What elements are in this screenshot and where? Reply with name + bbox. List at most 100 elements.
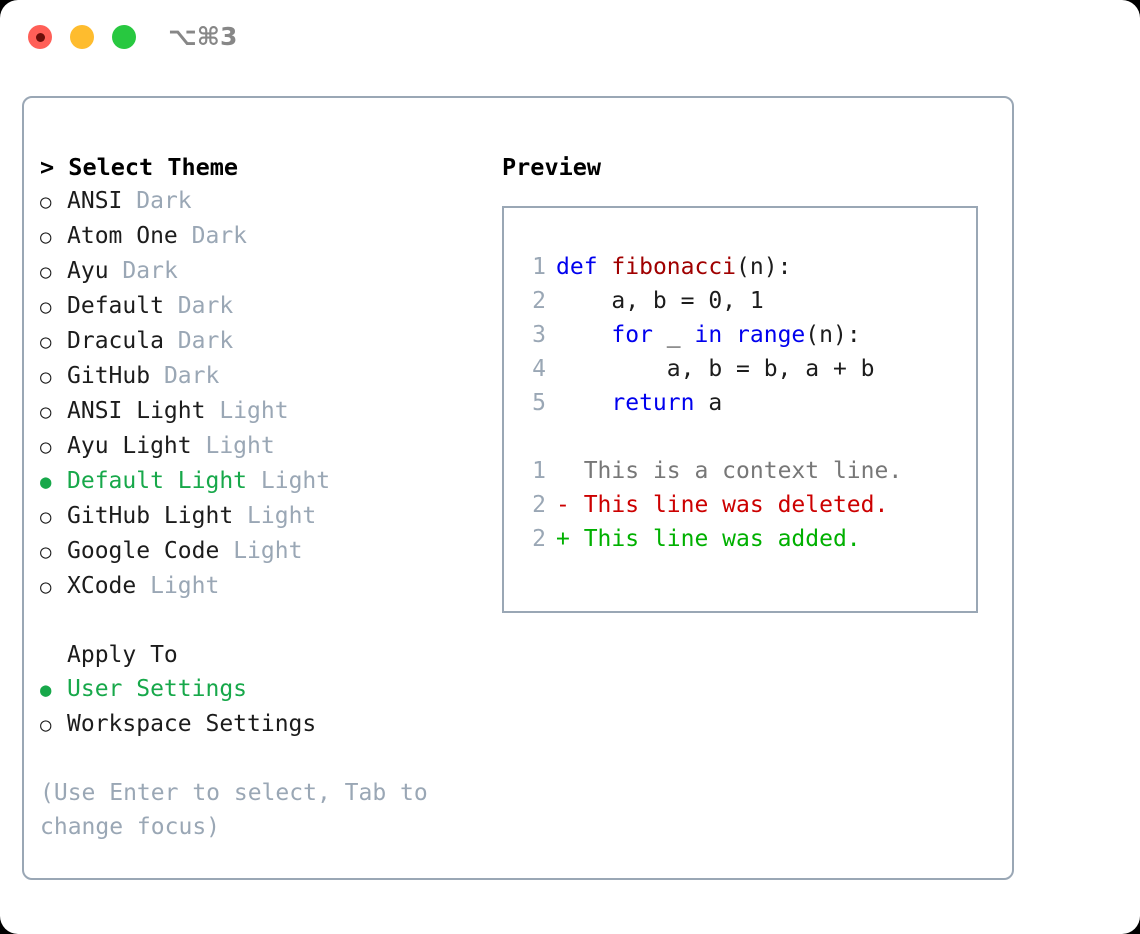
radio-selected-icon <box>40 464 67 499</box>
code-diff-spacer <box>518 420 976 454</box>
line-number: 2 <box>532 526 546 552</box>
apply-to-option-user-settings[interactable]: User Settings <box>40 672 500 707</box>
apply-to-option-workspace-settings[interactable]: Workspace Settings <box>40 707 500 742</box>
apply-to-heading: Apply To <box>67 642 178 668</box>
traffic-light-group <box>28 25 136 49</box>
theme-item-github-light[interactable]: GitHub Light Light <box>40 499 500 534</box>
theme-item-default-light[interactable]: Default Light Light <box>40 464 500 499</box>
line-number: 4 <box>532 356 546 382</box>
code-line: 1 def fibonacci(n): <box>518 250 976 284</box>
diff-line: 2 + This line was added. <box>518 522 976 556</box>
diff-line: 1 This is a context line. <box>518 454 976 488</box>
apply-to-option-label: Workspace Settings <box>67 711 317 737</box>
theme-item-dracula[interactable]: Dracula Dark <box>40 324 500 359</box>
theme-item-variant: Dark <box>177 328 234 354</box>
theme-item-label: Google Code <box>67 538 220 564</box>
title-bar: ⌥⌘3 <box>0 0 1140 78</box>
theme-item-variant: Dark <box>136 188 192 214</box>
line-number: 1 <box>532 254 546 280</box>
code-token: in <box>694 322 723 348</box>
theme-item-variant: Light <box>260 468 331 494</box>
code-token: for <box>611 322 653 348</box>
theme-item-variant: Light <box>233 538 303 564</box>
code-line: 3 for _ in range(n): <box>518 318 976 352</box>
diff-text: This is a context line. <box>583 458 903 484</box>
theme-item-xcode[interactable]: XCode Light <box>40 569 500 604</box>
theme-item-label: Dracula <box>67 328 164 354</box>
code-token: def <box>556 254 598 280</box>
apply-to-option-label: User Settings <box>67 676 248 702</box>
theme-item-default[interactable]: Default Dark <box>40 289 500 324</box>
theme-item-atom-one[interactable]: Atom One Dark <box>40 219 500 254</box>
code-token: a <box>694 390 723 416</box>
close-window-button[interactable] <box>28 25 52 49</box>
theme-item-ayu-light[interactable]: Ayu Light Light <box>40 429 500 464</box>
theme-selector-panel: > Select Theme ANSI DarkAtom One DarkAyu… <box>22 96 1014 880</box>
radio-unselected-icon <box>40 569 67 604</box>
diff-sample: 1 This is a context line.2- This line wa… <box>518 454 976 556</box>
theme-item-variant: Light <box>247 503 317 529</box>
code-line: 4 a, b = b, a + b <box>518 352 976 386</box>
theme-list: ANSI DarkAtom One DarkAyu DarkDefault Da… <box>40 184 500 604</box>
radio-unselected-icon <box>40 184 67 219</box>
theme-item-variant: Dark <box>191 223 248 249</box>
diff-text: This line was deleted. <box>583 492 889 518</box>
theme-item-variant: Dark <box>122 258 178 284</box>
theme-item-label: Default Light <box>67 468 248 494</box>
code-token <box>722 322 736 348</box>
theme-item-label: Ayu <box>67 258 109 284</box>
line-number: 1 <box>532 458 546 484</box>
code-token <box>556 322 611 348</box>
window-title: ⌥⌘3 <box>168 22 238 51</box>
theme-item-label: ANSI <box>67 188 123 214</box>
line-number: 5 <box>532 390 546 416</box>
theme-item-github[interactable]: GitHub Dark <box>40 359 500 394</box>
line-number: 3 <box>532 322 546 348</box>
code-token <box>598 254 612 280</box>
radio-unselected-icon <box>40 254 67 289</box>
preview-heading: Preview <box>502 153 602 181</box>
radio-unselected-icon <box>40 289 67 324</box>
theme-item-label: GitHub <box>67 363 151 389</box>
maximize-window-button[interactable] <box>112 25 136 49</box>
code-token: (n): <box>736 254 792 280</box>
code-token: _ <box>652 322 695 348</box>
radio-unselected-icon <box>40 219 67 254</box>
minimize-window-button[interactable] <box>70 25 94 49</box>
theme-item-google-code[interactable]: Google Code Light <box>40 534 500 569</box>
diff-marker <box>556 458 584 484</box>
radio-unselected-icon <box>40 499 67 534</box>
theme-item-ayu[interactable]: Ayu Dark <box>40 254 500 289</box>
theme-item-ansi[interactable]: ANSI Dark <box>40 184 500 219</box>
diff-text: This line was added. <box>583 526 861 552</box>
code-token: range <box>736 322 806 348</box>
code-token: a, b = 0, 1 <box>556 288 764 314</box>
theme-item-label: ANSI Light <box>67 398 206 424</box>
theme-item-variant: Light <box>150 573 220 599</box>
radio-selected-icon <box>40 672 67 707</box>
apply-to-list: User SettingsWorkspace Settings <box>40 672 500 742</box>
list-spacer <box>40 604 500 638</box>
theme-item-ansi-light[interactable]: ANSI Light Light <box>40 394 500 429</box>
radio-unselected-icon <box>40 707 67 742</box>
theme-item-variant: Light <box>205 433 275 459</box>
diff-marker: + <box>556 526 584 552</box>
radio-unselected-icon <box>40 324 67 359</box>
code-token: fibonacci <box>611 254 737 280</box>
radio-unselected-icon <box>40 429 67 464</box>
theme-item-variant: Dark <box>163 363 220 389</box>
theme-item-label: XCode <box>67 573 137 599</box>
code-line: 2 a, b = 0, 1 <box>518 284 976 318</box>
code-line: 5 return a <box>518 386 976 420</box>
select-theme-heading: > Select Theme <box>40 153 239 181</box>
code-token: return <box>611 390 695 416</box>
code-token <box>556 390 611 416</box>
theme-item-variant: Dark <box>177 293 234 319</box>
theme-item-label: Default <box>67 293 164 319</box>
diff-line: 2- This line was deleted. <box>518 488 976 522</box>
theme-item-label: GitHub Light <box>67 503 234 529</box>
